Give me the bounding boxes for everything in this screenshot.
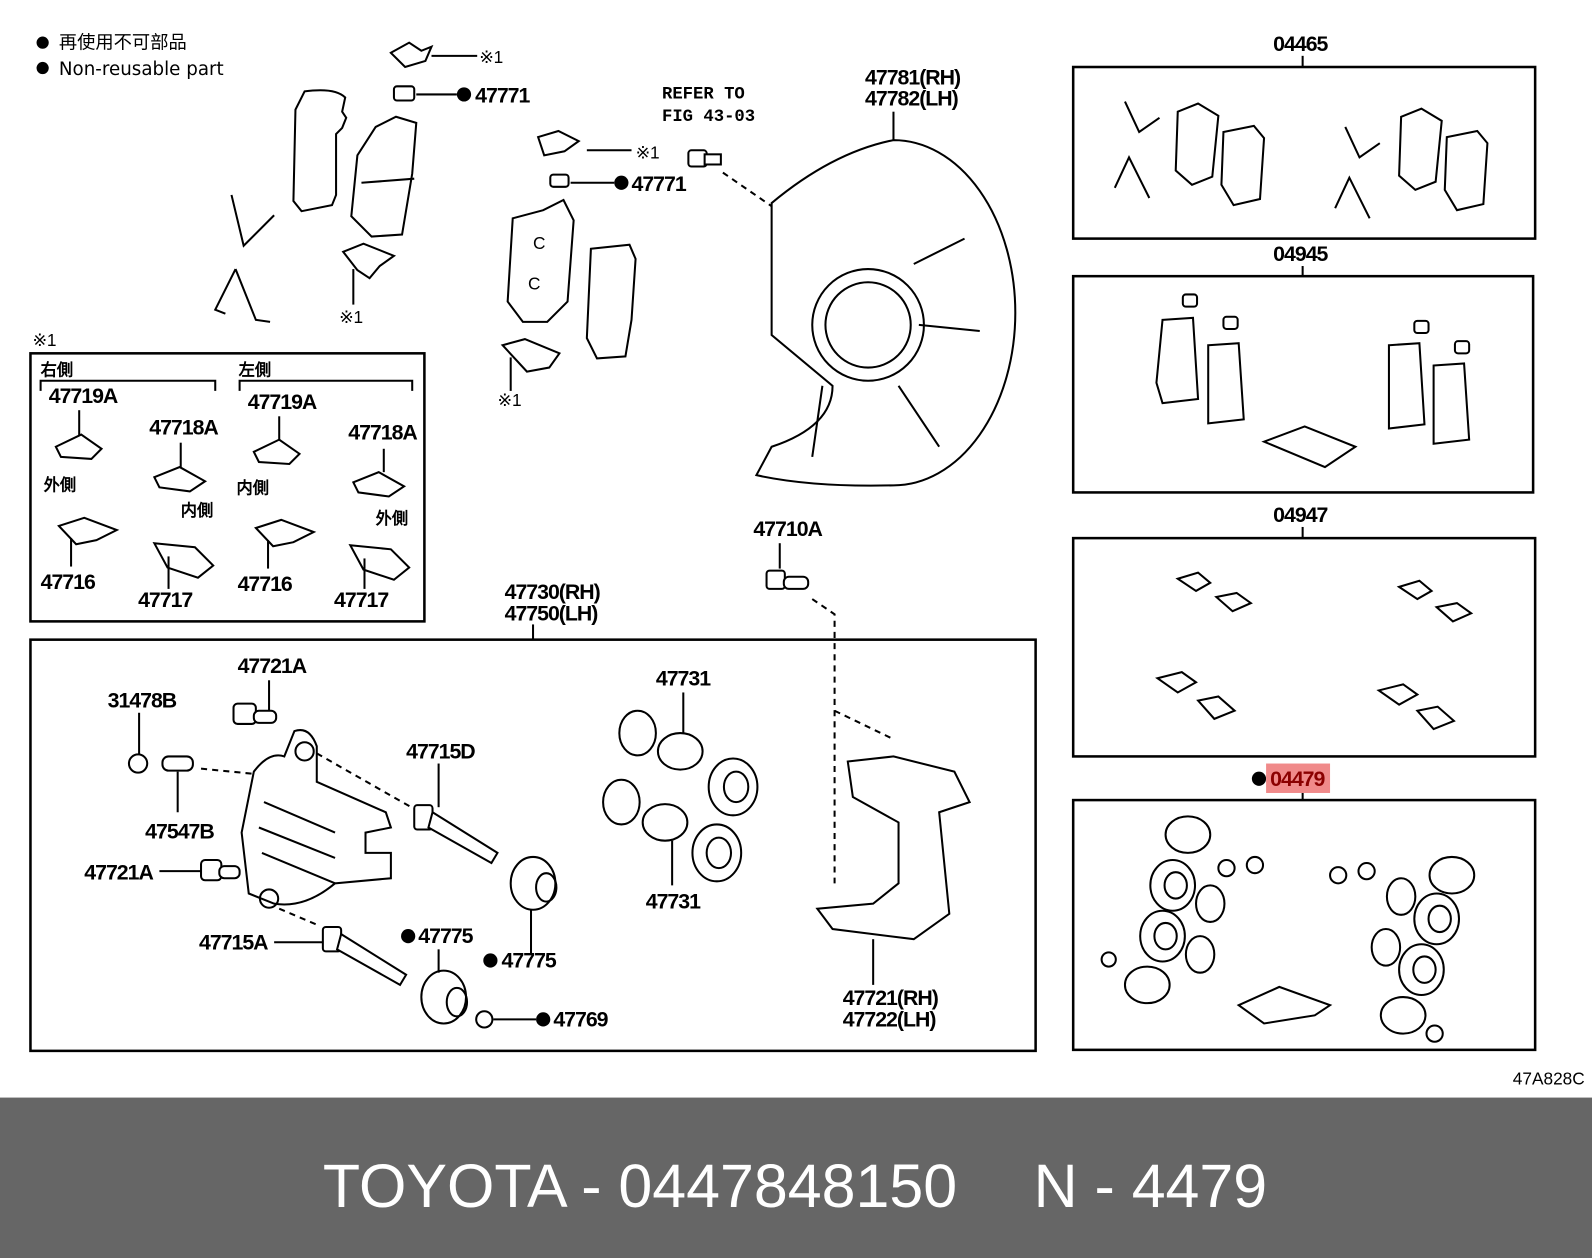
kit-code-04945[interactable]: 04945: [1273, 242, 1329, 266]
part-label-47731[interactable]: 47731: [646, 890, 702, 914]
part-label-47547B[interactable]: 47547B: [145, 820, 215, 844]
part-label-47715D[interactable]: 47715D: [406, 739, 476, 763]
part-label-47721-rh[interactable]: 47721(RH): [843, 986, 940, 1010]
part-label-47771[interactable]: 47771: [632, 172, 688, 196]
bullet-icon: [483, 953, 498, 968]
inner-side-label: 内側: [237, 478, 269, 497]
part-label-47710A[interactable]: 47710A: [753, 517, 823, 541]
inner-side-label: 内側: [181, 501, 213, 520]
pad-clips-drawing: ※1 47771 ※1: [213, 41, 532, 327]
kit-code-04479[interactable]: 04479: [1270, 767, 1326, 791]
part-label-47775[interactable]: 47775: [418, 924, 474, 948]
bolt-47710A-drawing: 47710A: [753, 517, 836, 884]
svg-text:C: C: [528, 273, 540, 293]
svg-text:C: C: [533, 233, 545, 253]
part-label-47719A[interactable]: 47719A: [49, 384, 119, 408]
bullet-icon: [36, 36, 49, 49]
bullet-icon: [614, 175, 629, 190]
part-label-47716[interactable]: 47716: [41, 570, 97, 594]
kit-04947: 04947: [1071, 503, 1537, 758]
kit-code-04465[interactable]: 04465: [1273, 32, 1329, 56]
part-label-47730-rh[interactable]: 47730(RH): [505, 580, 602, 604]
kit-04479: 04479: [1071, 763, 1537, 1052]
part-label-47721A[interactable]: 47721A: [238, 654, 308, 678]
legend-japanese: 再使用不可部品: [59, 33, 187, 54]
part-label-47771[interactable]: 47771: [475, 84, 531, 108]
part-label-47718A[interactable]: 47718A: [348, 421, 418, 445]
dust-shield-drawing: 47781(RH) 47782(LH): [754, 65, 1017, 487]
kit-04465: 04465: [1071, 32, 1537, 240]
part-label-47717[interactable]: 47717: [138, 588, 193, 612]
footer-brand-part: TOYOTA - 0447848150: [323, 1152, 957, 1220]
clip-inset: ※1 右側 左側 47719A 47718A 47719A 47718A 外側 …: [29, 330, 426, 623]
part-label-47722-lh[interactable]: 47722(LH): [843, 1008, 938, 1032]
part-label-47782-lh[interactable]: 47782(LH): [865, 87, 960, 111]
bullet-icon: [456, 87, 472, 102]
figure-id: 47A828C: [1513, 1068, 1585, 1088]
part-label-31478B[interactable]: 31478B: [108, 689, 178, 713]
refer-line1: REFER TO: [662, 85, 745, 104]
part-label-47717[interactable]: 47717: [334, 588, 389, 612]
part-label-47718A[interactable]: 47718A: [149, 416, 219, 440]
legend: 再使用不可部品 Non-reusable part: [36, 33, 224, 80]
bullet-icon: [1251, 771, 1267, 786]
footer-banner: TOYOTA - 0447848150 N - 4479: [0, 1097, 1592, 1258]
part-label-47721A[interactable]: 47721A: [84, 860, 154, 884]
part-label-47731[interactable]: 47731: [656, 666, 712, 690]
pad-set-center-drawing: ※1 47771 CC ※1 REFER TO FIG 43-03: [498, 85, 783, 410]
outer-side-label: 外側: [375, 509, 408, 528]
mark-note: ※1: [339, 307, 363, 327]
bullet-icon: [536, 1012, 551, 1027]
right-side-label: 右側: [41, 361, 73, 380]
outer-side-label: 外側: [43, 475, 76, 494]
footer-ref: N - 4479: [1034, 1152, 1268, 1220]
bullet-icon: [36, 61, 49, 75]
part-label-47719A[interactable]: 47719A: [248, 390, 318, 414]
legend-english: Non-reusable part: [59, 59, 224, 80]
part-label-47775[interactable]: 47775: [502, 949, 558, 973]
part-label-47769[interactable]: 47769: [553, 1008, 609, 1032]
left-side-label: 左側: [238, 361, 271, 380]
part-label-47781-rh[interactable]: 47781(RH): [865, 65, 962, 89]
mark-note: ※1: [636, 142, 660, 162]
caliper-assembly: 47730(RH) 47750(LH) 47721A 31478B 47547B…: [29, 580, 1037, 1053]
refer-line2: FIG 43-03: [662, 108, 755, 127]
mark-note: ※1: [498, 390, 522, 410]
kit-code-04947[interactable]: 04947: [1273, 503, 1328, 527]
mark-note: ※1: [479, 47, 503, 67]
part-label-47750-lh[interactable]: 47750(LH): [505, 601, 600, 625]
mark-note: ※1: [32, 330, 56, 350]
part-label-47716[interactable]: 47716: [238, 572, 294, 596]
bullet-icon: [401, 929, 416, 944]
highlight-marker: [1266, 763, 1331, 793]
part-label-47715A[interactable]: 47715A: [199, 930, 269, 954]
kit-04945: 04945: [1071, 242, 1535, 494]
